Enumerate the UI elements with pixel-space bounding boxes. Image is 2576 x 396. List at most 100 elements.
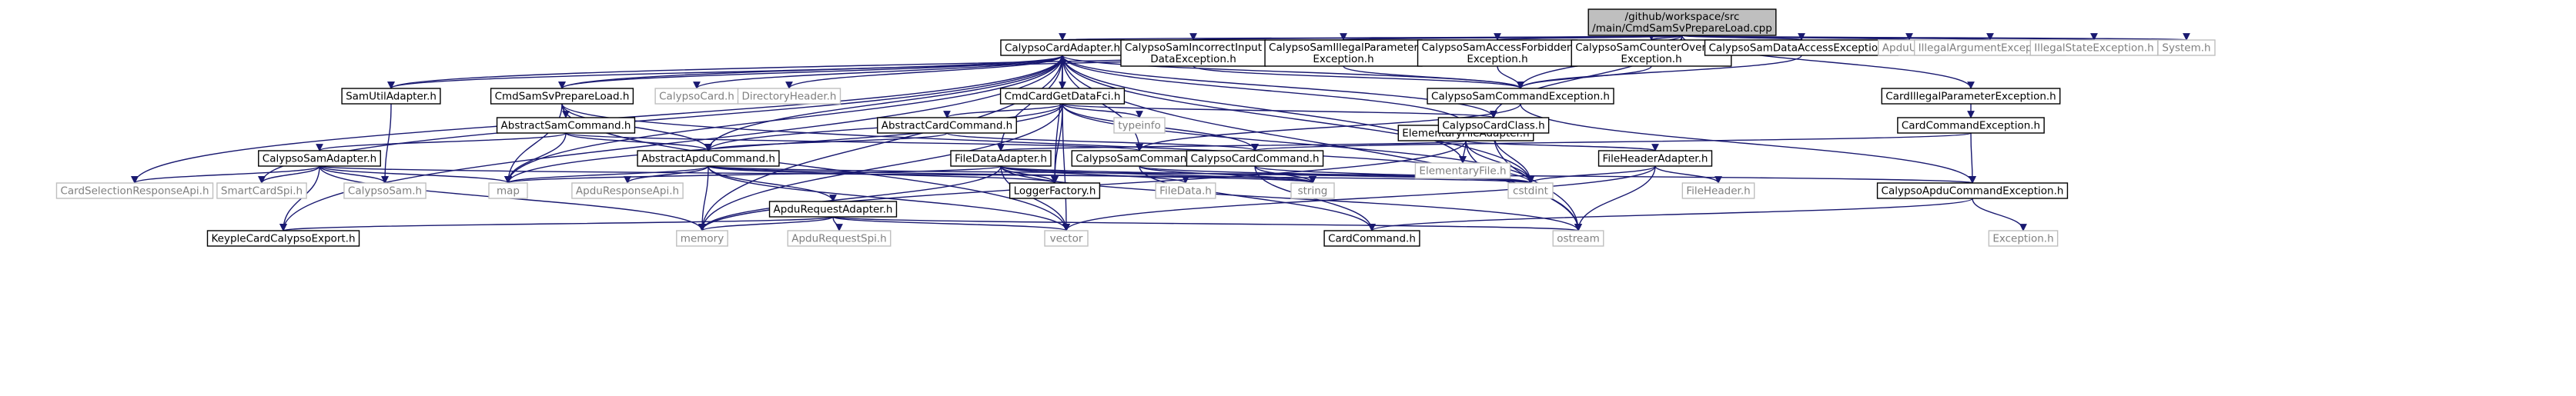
node-label: System.h	[2162, 42, 2210, 55]
edge-cca-to-dirhdr	[785, 55, 1063, 89]
node-box	[1113, 117, 1166, 134]
edge-asc-to-csc	[565, 132, 1143, 151]
node-filedata: FileData.h	[1155, 182, 1216, 199]
node-label: ApduResponseApi.h	[576, 185, 679, 198]
node-label: Exception.h	[1313, 53, 1373, 65]
edge-ara-to-vector	[832, 216, 1070, 231]
node-kcce[interactable]: KeypleCardCalypsoExport.h	[206, 230, 360, 247]
edge-ara-to-ostream	[832, 216, 1581, 231]
node-label: IllegalArgumentException.h	[1919, 42, 2062, 55]
node-samutil[interactable]: SamUtilAdapter.h	[341, 88, 441, 105]
edge-fha-to-fileheader	[1654, 165, 1722, 184]
node-label: DataException.h	[1150, 53, 1236, 65]
node-acc[interactable]: AbstractCardCommand.h	[877, 117, 1017, 134]
edge-fda-to-string	[1000, 165, 1316, 184]
node-cgdf[interactable]: CmdCardGetDataFci.h	[999, 88, 1126, 105]
node-label: CalypsoSamAccessForbidden	[1422, 42, 1574, 54]
node-asc[interactable]: AbstractSamCommand.h	[496, 117, 636, 134]
edge-fda-to-map	[504, 165, 1002, 184]
node-box	[768, 201, 898, 218]
edge-csa-to-cstdint	[319, 165, 1534, 184]
edge-ara-to-memory	[698, 216, 834, 231]
node-cscmde[interactable]: CalypsoSamCommandException.h	[1427, 88, 1614, 105]
node-label: CardSelectionResponseApi.h	[60, 185, 209, 198]
node-arspi: ApduRequestSpi.h	[787, 230, 892, 247]
node-label: CalypsoSam.h	[348, 185, 422, 198]
edge-csipe-to-cscmde	[1343, 65, 1524, 89]
node-ccmd[interactable]: CalypsoCardCommand.h	[1186, 150, 1324, 167]
node-box	[206, 230, 360, 247]
node-string: string	[1290, 182, 1335, 199]
edge-aac-to-ara	[708, 165, 837, 202]
node-cmdsvpl[interactable]: CmdSamSvPrepareLoad.h	[490, 88, 634, 105]
node-label: IllegalStateException.h	[2034, 42, 2153, 55]
edge-cca-to-cmdsvpl	[558, 55, 1063, 89]
node-lf[interactable]: LoggerFactory.h	[1009, 182, 1101, 199]
node-map: map	[488, 182, 528, 199]
node-label: CalypsoSamDataAccessException.h	[1708, 42, 1894, 55]
node-csdae[interactable]: CalypsoSamDataAccessException.h	[1704, 39, 1899, 56]
node-box	[1437, 117, 1550, 134]
node-cca[interactable]: CalypsoCardAdapter.h	[1000, 39, 1125, 56]
node-label: CalypsoCard.h	[659, 91, 734, 103]
edge-efa-to-fha	[1465, 140, 1659, 151]
edge-cce-to-cacmde	[1969, 132, 1976, 184]
node-aac[interactable]: AbstractApduCommand.h	[637, 150, 780, 167]
node-box	[676, 230, 728, 247]
node-system: System.h	[2157, 39, 2216, 56]
node-fileheader: FileHeader.h	[1681, 182, 1755, 199]
edge-cscmde-to-cacmde	[1520, 103, 1976, 184]
node-cacmde[interactable]: CalypsoApduCommandException.h	[1876, 182, 2069, 199]
edge-csc-to-cardcmd	[1139, 165, 1376, 231]
node-box	[2157, 39, 2216, 56]
edge-aac-to-arapi	[624, 165, 709, 184]
edge-aac-to-lf	[708, 165, 1059, 184]
node-exception: Exception.h	[1988, 230, 2059, 247]
node-label: CalypsoSamCounterOverflow	[1575, 42, 1728, 54]
edge-ccmd-to-string	[1254, 165, 1316, 184]
node-box	[637, 150, 780, 167]
node-label: CalypsoSamCommand.h	[1076, 153, 1203, 165]
node-cipe[interactable]: CardIllegalParameterException.h	[1881, 88, 2061, 105]
edge-fha-to-vector	[1062, 165, 1656, 231]
node-box	[1323, 230, 1420, 247]
node-box	[1186, 150, 1324, 167]
node-fha[interactable]: FileHeaderAdapter.h	[1597, 150, 1713, 167]
node-cce[interactable]: CardCommandException.h	[1897, 117, 2045, 134]
edge-asc-to-aac	[565, 132, 712, 151]
node-box	[1427, 88, 1614, 105]
node-csc[interactable]: CalypsoSamCommand.h	[1071, 150, 1208, 167]
node-cstdint: cstdint	[1507, 182, 1554, 199]
node-label: FileData.h	[1159, 185, 1212, 198]
node-box	[950, 150, 1052, 167]
edge-cmdsvpl-to-map	[504, 103, 563, 184]
node-ccc[interactable]: CalypsoCardClass.h	[1437, 117, 1550, 134]
node-label: ostream	[1557, 233, 1600, 245]
node-ara[interactable]: ApduRequestAdapter.h	[768, 201, 898, 218]
node-box	[787, 230, 892, 247]
edge-csiie-to-cscmde	[1193, 65, 1524, 89]
edge-cca-to-memory	[698, 55, 1063, 231]
node-iae: IllegalArgumentException.h	[1913, 39, 2067, 56]
edge-aac-to-string	[708, 165, 1316, 184]
edge-cca-to-samutil	[387, 55, 1063, 89]
node-label: /main/CmdSamSvPrepareLoad.cpp	[1592, 22, 1772, 35]
node-ostream: ostream	[1552, 230, 1604, 247]
node-memory: memory	[676, 230, 728, 247]
node-label: FileHeaderAdapter.h	[1603, 153, 1708, 165]
edge-cca-to-ef	[1062, 55, 1467, 164]
edge-cgdf-to-memory	[698, 103, 1063, 231]
node-csa[interactable]: CalypsoSamAdapter.h	[258, 150, 381, 167]
node-cardcmd[interactable]: CardCommand.h	[1323, 230, 1420, 247]
edge-samutil-to-calsam	[381, 103, 392, 184]
node-box	[1507, 182, 1554, 199]
node-fda[interactable]: FileDataAdapter.h	[950, 150, 1052, 167]
header-nodes: /github/workspace/src/main/CmdSamSvPrepa…	[55, 8, 2216, 247]
node-root[interactable]: /github/workspace/src/main/CmdSamSvPrepa…	[1587, 8, 1777, 36]
node-vector: vector	[1044, 230, 1089, 247]
edge-csa-to-map	[319, 165, 512, 184]
